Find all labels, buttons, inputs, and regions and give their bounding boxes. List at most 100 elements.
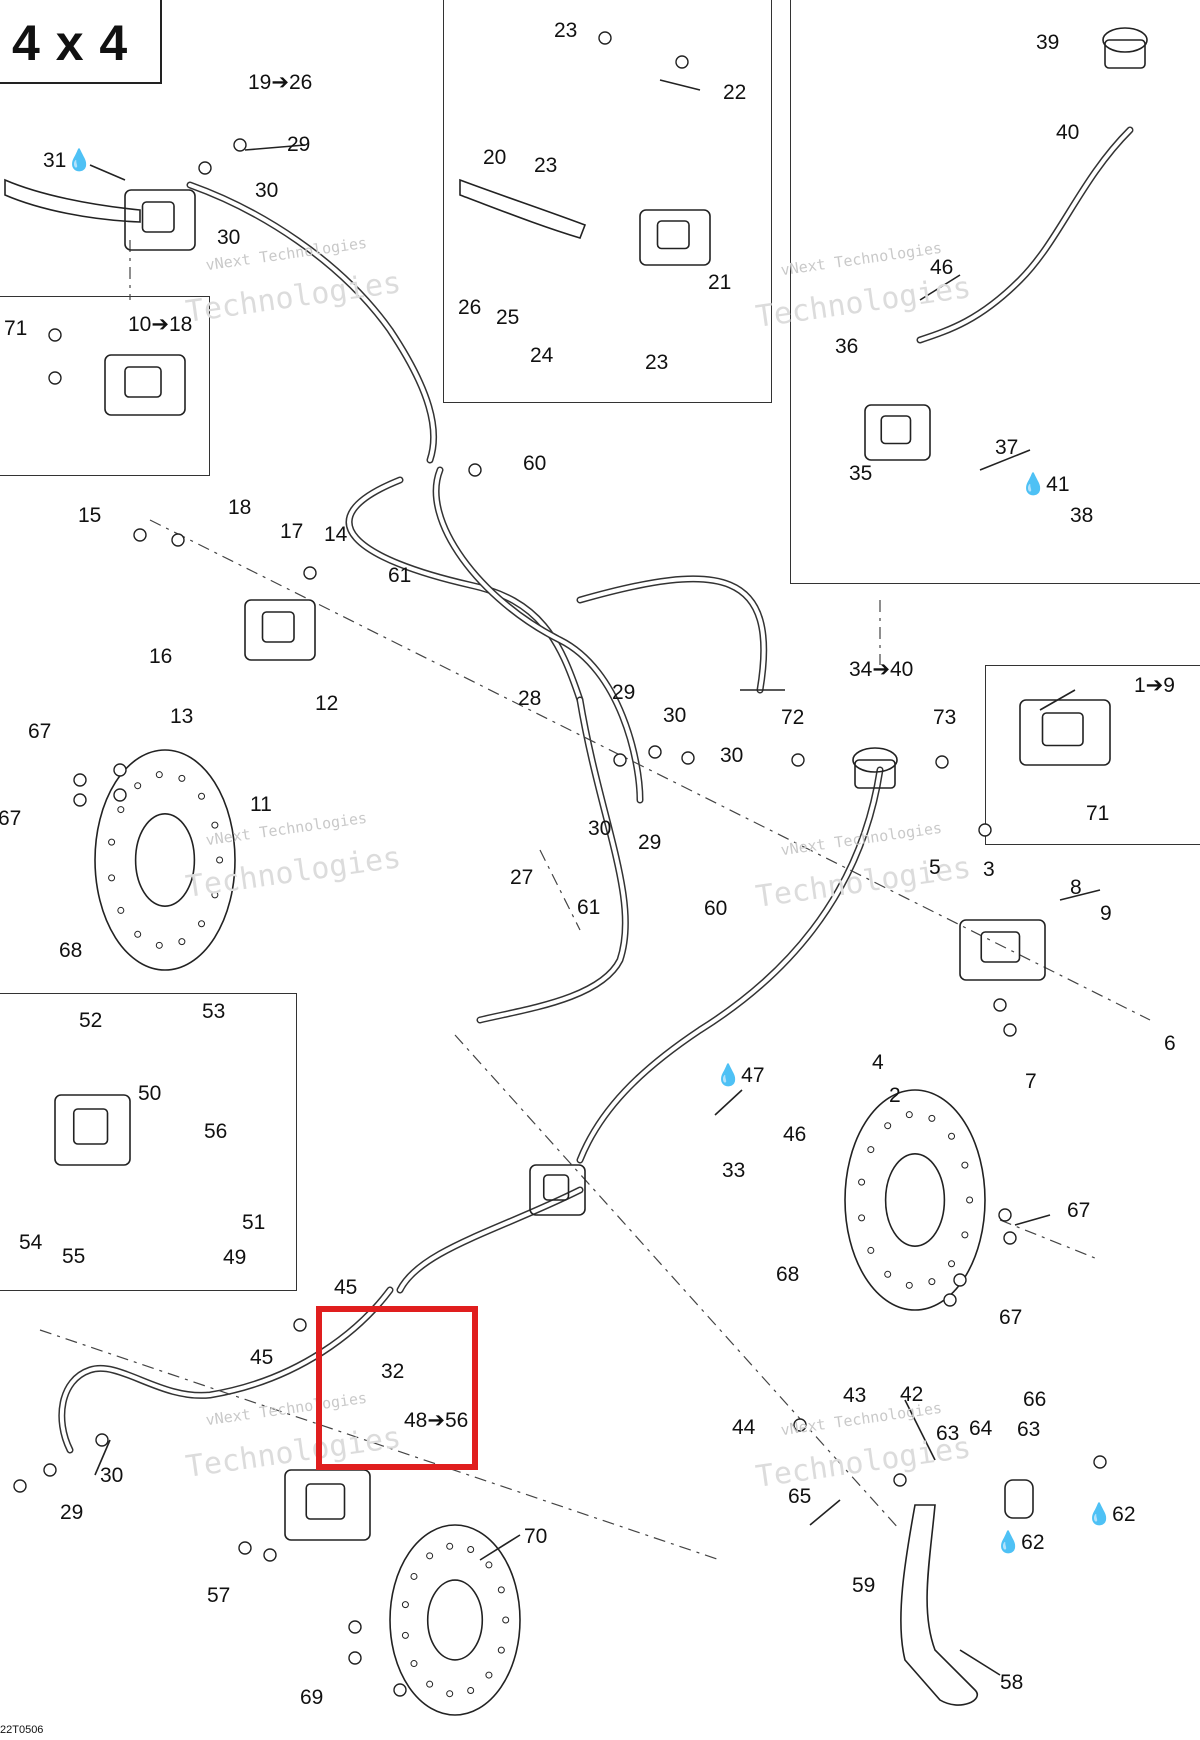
part-callout: 38 xyxy=(1070,504,1094,527)
brake-hose-core xyxy=(188,183,436,462)
rear-disc-hole xyxy=(426,1552,434,1560)
inset-left-caliper xyxy=(104,354,186,416)
part-callout: 26 xyxy=(458,296,482,319)
leader-line xyxy=(89,164,126,181)
part-callout: 63 xyxy=(1017,1418,1041,1441)
front-left-disc-hole xyxy=(134,930,142,938)
part-callout: 29 xyxy=(60,1501,84,1524)
leader-line xyxy=(979,449,1031,471)
front-right-disc-hole xyxy=(928,1278,936,1286)
part-callout: 44 xyxy=(732,1416,756,1439)
pedal-bushing xyxy=(1004,1479,1034,1519)
part-callout: 64 xyxy=(969,1417,993,1440)
part-callout: 12 xyxy=(315,692,339,715)
bolt xyxy=(13,1479,27,1493)
leader-line xyxy=(479,1534,521,1561)
part-callout: 61 xyxy=(388,564,412,587)
part-callout: 33 xyxy=(722,1159,746,1182)
brake-hose-core xyxy=(578,576,766,692)
rear-disc-hole xyxy=(410,1660,418,1668)
front-left-disc-hole xyxy=(134,782,142,790)
front-left-disc-hole xyxy=(108,838,116,846)
bolt xyxy=(1003,1023,1017,1037)
center-line xyxy=(149,519,1151,1021)
part-callout: 💧62 xyxy=(1086,1503,1136,1526)
brake-hose-core xyxy=(59,1288,392,1452)
rear-disc-hole xyxy=(446,1542,454,1550)
rear-disc xyxy=(389,1524,521,1716)
brake-hose xyxy=(396,1186,584,1294)
bolt xyxy=(48,371,62,385)
part-callout: 35 xyxy=(849,462,873,485)
rear-master-cylinder-detail xyxy=(542,1174,570,1201)
bolt xyxy=(95,1433,109,1447)
inset-right-caliper xyxy=(1019,699,1111,766)
part-callout: 36 xyxy=(835,335,859,358)
brake-hose-core xyxy=(398,1188,582,1292)
part-callout: 30 xyxy=(100,1464,124,1487)
part-callout: 25 xyxy=(496,306,520,329)
part-callout: 59 xyxy=(852,1574,876,1597)
front-left-caliper-detail xyxy=(261,611,295,643)
front-right-disc-hole xyxy=(948,1260,956,1268)
brake-lever-inset xyxy=(459,178,587,239)
part-callout: 9 xyxy=(1100,902,1112,925)
part-callout: 70 xyxy=(524,1525,548,1548)
inset-frame-master-cylinder xyxy=(443,0,772,403)
part-callout: 💧62 xyxy=(995,1531,1045,1554)
part-callout: 63 xyxy=(936,1422,960,1445)
part-callout: 20 xyxy=(483,146,507,169)
front-left-disc-hole xyxy=(178,938,186,946)
bolt xyxy=(48,328,62,342)
leader-line xyxy=(244,144,306,151)
bolt xyxy=(681,751,695,765)
leader-line xyxy=(919,274,961,301)
diagram-title: 4 x 4 xyxy=(12,15,129,71)
front-left-disc-hole xyxy=(211,891,219,899)
bolt xyxy=(613,753,627,767)
left-master-cylinder xyxy=(124,189,196,251)
part-callout: 71 xyxy=(1086,802,1110,825)
front-left-disc-hole xyxy=(178,774,186,782)
part-callout: 24 xyxy=(530,344,554,367)
bolt xyxy=(133,528,147,542)
front-left-disc-hole xyxy=(198,920,206,928)
part-callout: 30 xyxy=(255,179,279,202)
part-callout: 30 xyxy=(588,817,612,840)
brake-hose xyxy=(476,696,629,1024)
inset-frame-rear-caliper xyxy=(0,993,297,1291)
part-callout: 21 xyxy=(708,271,732,294)
inset-frame-left-caliper xyxy=(0,296,210,476)
bolt xyxy=(993,998,1007,1012)
part-callout: 3 xyxy=(983,858,995,881)
rear-disc-hole xyxy=(446,1690,454,1698)
part-callout: 73 xyxy=(933,706,957,729)
front-left-disc-hole xyxy=(117,906,125,914)
part-callout: 30 xyxy=(663,704,687,727)
front-right-disc-hole xyxy=(928,1114,936,1122)
leader-line xyxy=(1059,889,1101,901)
front-left-disc-hole xyxy=(211,821,219,829)
part-callout: 5 xyxy=(929,856,941,879)
brake-lever-left xyxy=(4,178,141,223)
part-callout: 46 xyxy=(930,256,954,279)
rear-disc-hole xyxy=(467,1686,475,1694)
center-line xyxy=(999,1219,1101,1261)
rear-caliper xyxy=(284,1469,371,1541)
front-left-disc-hole xyxy=(108,874,116,882)
brake-hose xyxy=(345,476,584,704)
part-callout: 46 xyxy=(783,1123,807,1146)
bolt xyxy=(468,463,482,477)
drawing-id: 22T0506 xyxy=(0,1724,44,1736)
part-callout: 13 xyxy=(170,705,194,728)
part-callout: 39 xyxy=(1036,31,1060,54)
part-callout: 42 xyxy=(900,1383,924,1406)
center-line xyxy=(539,849,581,931)
left-master-cylinder-detail xyxy=(141,201,175,233)
front-right-disc-hole xyxy=(858,1178,866,1186)
front-left-disc-hole xyxy=(198,792,206,800)
bolt xyxy=(73,793,87,807)
front-left-disc-hole xyxy=(155,771,163,779)
part-callout: 💧47 xyxy=(715,1064,765,1087)
